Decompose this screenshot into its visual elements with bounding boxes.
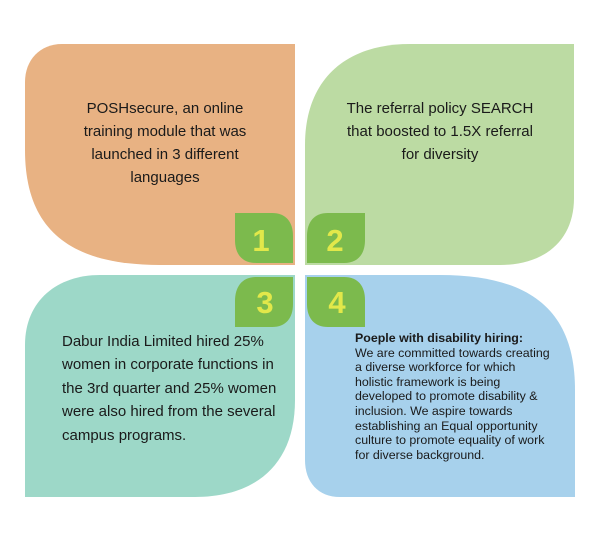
quadrant-4-heading: Poeple with disability hiring: (355, 331, 523, 345)
petal-3 (25, 275, 295, 497)
quadrant-3-text: Dabur India Limited hired 25% women in c… (62, 333, 277, 444)
petal-1 (25, 44, 295, 265)
quadrant-2-text: The referral policy SEARCH that boosted … (346, 100, 534, 163)
badge-2 (307, 213, 365, 263)
badge-3 (235, 277, 293, 327)
badge-4 (307, 277, 365, 327)
badge-number-4: 4 (328, 285, 346, 320)
quadrant-4-text: Poeple with disability hiring: We are co… (355, 331, 555, 462)
quadrant-4-body: We are committed towards creating a dive… (355, 345, 550, 462)
badge-1 (235, 213, 293, 263)
badge-number-1: 1 (252, 223, 269, 258)
quadrant-1-text: POSHsecure, an online training module th… (83, 100, 247, 186)
badge-number-2: 2 (326, 223, 343, 258)
badge-number-3: 3 (256, 285, 273, 320)
petal-4 (305, 275, 575, 497)
petal-2 (305, 44, 574, 265)
